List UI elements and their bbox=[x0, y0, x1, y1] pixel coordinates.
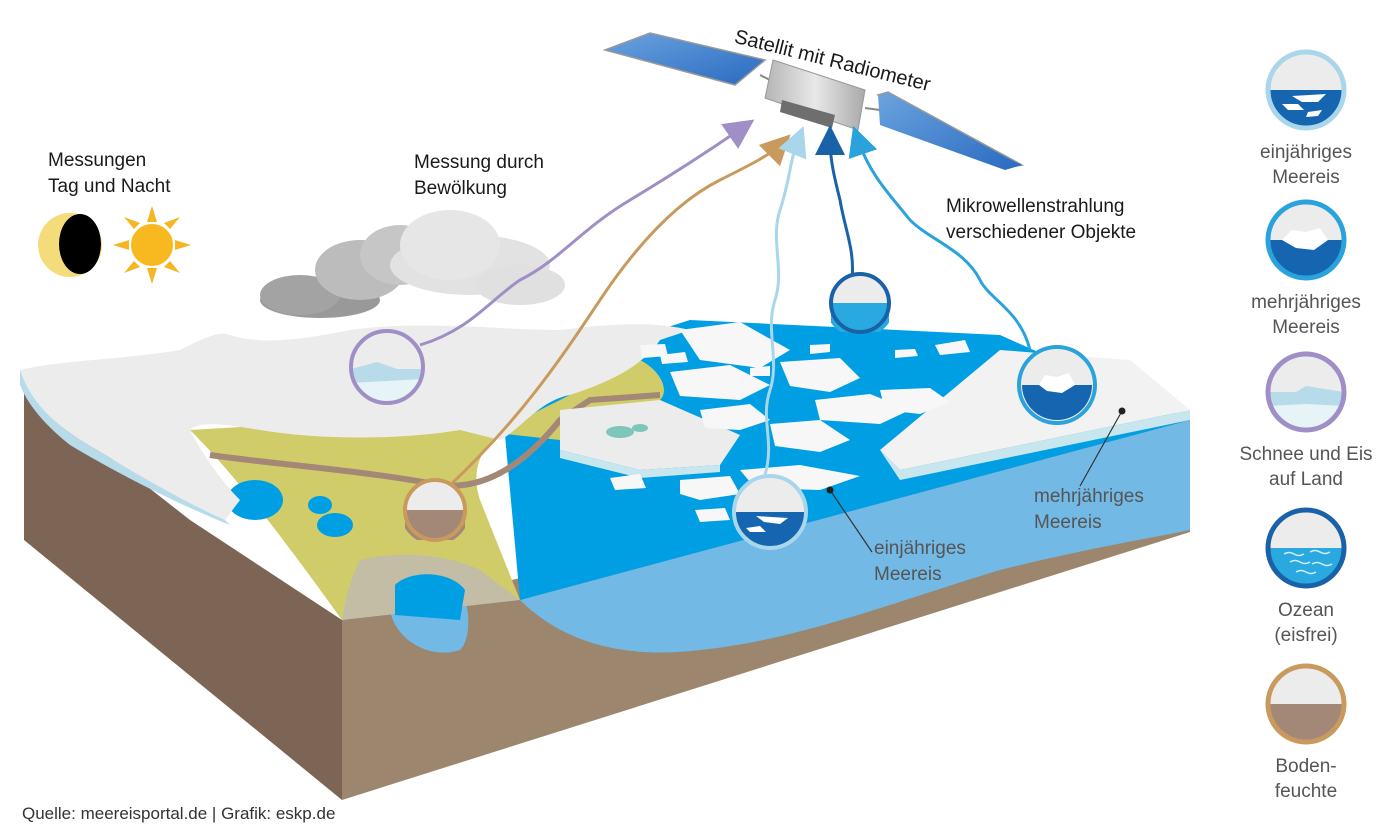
clouds-label: Messung durch Bewölkung bbox=[414, 150, 544, 202]
legend-item-soil-moisture: Boden- feuchte bbox=[1236, 662, 1376, 804]
satellite bbox=[602, 32, 1025, 170]
legend-label-line: Ozean bbox=[1278, 600, 1334, 621]
pond bbox=[395, 574, 465, 620]
radiometer bbox=[780, 100, 835, 128]
legend-label-line: einjähriges bbox=[1260, 142, 1352, 163]
multi-year-ice-label: mehrjähriges Meereis bbox=[1034, 484, 1144, 536]
terrain-block bbox=[20, 320, 1190, 800]
solar-panel-right-face bbox=[878, 95, 1022, 170]
legend-label-line: mehrjähriges bbox=[1251, 292, 1361, 313]
first-year-ice-line-2: Meereis bbox=[874, 564, 942, 585]
soil-moisture-icon bbox=[1265, 663, 1347, 745]
snow-land bbox=[20, 324, 690, 520]
legend-label-line: Schnee und Eis bbox=[1239, 444, 1373, 465]
callout-multi-year-ice bbox=[1017, 345, 1097, 425]
legend-item-ocean-ice-free: Ozean (eisfrei) bbox=[1236, 506, 1376, 648]
multi-year-ice-icon bbox=[1265, 199, 1347, 281]
snow-ice-land-icon bbox=[1265, 351, 1347, 433]
callout-ocean bbox=[829, 272, 891, 334]
legend-label-line: Meereis bbox=[1272, 167, 1340, 188]
multi-year-ice-line-2: Meereis bbox=[1034, 512, 1102, 533]
moon-icon bbox=[38, 213, 102, 277]
ocean-icon bbox=[1265, 507, 1347, 589]
clouds-line-2: Bewölkung bbox=[414, 178, 507, 199]
legend-item-first-year-ice: einjähriges Meereis bbox=[1236, 48, 1376, 190]
lake-3 bbox=[317, 513, 353, 537]
arrow-soil-moisture bbox=[443, 134, 791, 492]
arrow-snow-ice-land bbox=[419, 119, 755, 347]
callout-soil-moisture bbox=[403, 478, 467, 542]
clouds-line-1: Messung durch bbox=[414, 152, 544, 173]
ice-island bbox=[560, 400, 740, 470]
pointer-line bbox=[829, 489, 873, 553]
legend-label-line: Meereis bbox=[1272, 317, 1340, 338]
day-night-line-1: Messungen bbox=[48, 150, 147, 171]
callout-first-year-ice bbox=[732, 474, 808, 550]
microwave-line-2: verschiedener Objekte bbox=[946, 222, 1137, 243]
clouds bbox=[260, 210, 565, 318]
callout-snow-ice-land bbox=[349, 329, 425, 405]
legend-label-line: (eisfrei) bbox=[1274, 625, 1338, 646]
first-year-ice-icon bbox=[1265, 49, 1347, 131]
arrow-first-year-ice bbox=[763, 126, 807, 476]
legend-label-line: feuchte bbox=[1274, 781, 1338, 802]
source-credit: Quelle: meereisportal.de | Grafik: eskp.… bbox=[22, 804, 336, 823]
day-night-line-2: Tag und Nacht bbox=[48, 176, 171, 197]
pointer-dot bbox=[826, 486, 834, 494]
lake-1 bbox=[227, 480, 283, 520]
microwave-label: Mikrowellenstrahlung verschiedener Objek… bbox=[946, 194, 1136, 246]
arrow-ocean bbox=[815, 125, 855, 281]
microwave-line-1: Mikrowellenstrahlung bbox=[946, 196, 1125, 217]
ice-floes bbox=[610, 322, 970, 522]
day-night-label: Messungen Tag und Nacht bbox=[48, 148, 171, 200]
pointer-dot bbox=[1118, 407, 1126, 415]
legend-label-line: auf Land bbox=[1269, 469, 1343, 490]
ice-island-edge bbox=[560, 450, 720, 478]
first-year-ice-label: einjähriges Meereis bbox=[874, 536, 966, 588]
solar-panel-left bbox=[602, 32, 767, 86]
radiation-arrows bbox=[419, 119, 1032, 492]
pointer-line bbox=[1079, 410, 1123, 487]
soil-left-face bbox=[24, 390, 342, 800]
legend-item-snow-ice-land: Schnee und Eis auf Land bbox=[1236, 350, 1376, 492]
ocean-front-face bbox=[520, 420, 1190, 653]
legend-label-line: Boden- bbox=[1275, 756, 1337, 777]
arrow-multi-year-ice bbox=[848, 125, 1032, 351]
algae bbox=[632, 424, 648, 432]
first-year-ice-line-1: einjähriges bbox=[874, 538, 966, 559]
sun-icon bbox=[113, 206, 191, 284]
lake-2 bbox=[308, 496, 332, 514]
algae bbox=[606, 426, 634, 438]
legend-item-multi-year-ice: mehrjähriges Meereis bbox=[1236, 198, 1376, 340]
multi-year-ice-line-1: mehrjähriges bbox=[1034, 486, 1144, 507]
